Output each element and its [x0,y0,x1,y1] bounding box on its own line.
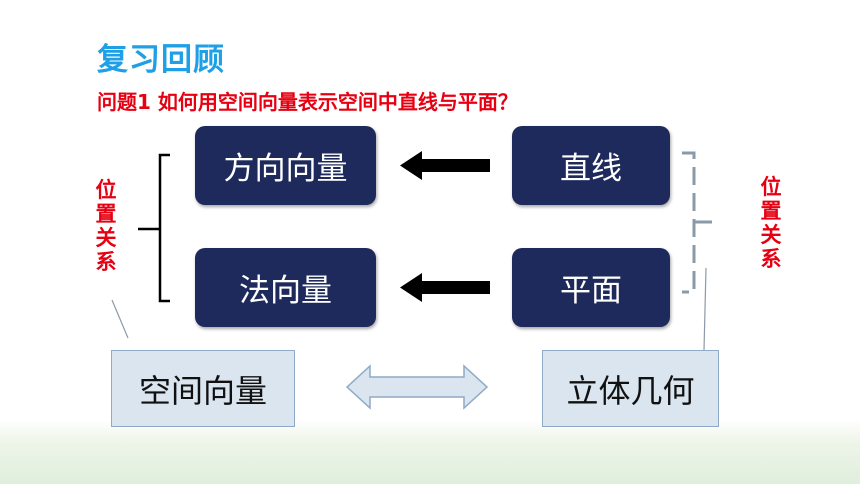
normal-vector-label: 法向量 [239,273,332,309]
slide-title: 复习回顾 [97,42,225,78]
line-label: 直线 [560,151,622,187]
space-vector-label: 空间向量 [138,371,267,410]
double-arrow [345,364,489,410]
arrow-left-top [400,151,490,180]
space-vector-box: 空间向量 [111,350,295,427]
plane-box: 平面 [512,248,670,327]
direction-vector-box: 方向向量 [195,126,376,205]
question-text: 问题1 如何用空间向量表示空间中直线与平面？ [97,90,518,114]
footer-band [0,420,860,484]
direction-vector-label: 方向向量 [223,151,348,187]
left-connector [111,299,129,339]
arrow-left-bottom [400,273,490,302]
line-box: 直线 [512,126,670,205]
plane-label: 平面 [560,273,622,309]
solid-geometry-label: 立体几何 [566,371,695,410]
solid-geometry-box: 立体几何 [542,350,719,427]
right-connector [703,267,707,351]
right-bracket [682,151,712,294]
normal-vector-box: 法向量 [195,248,376,327]
right-relation-label: 位置关系 [760,175,782,271]
left-relation-label: 位置关系 [95,178,117,274]
left-brace [138,153,170,303]
